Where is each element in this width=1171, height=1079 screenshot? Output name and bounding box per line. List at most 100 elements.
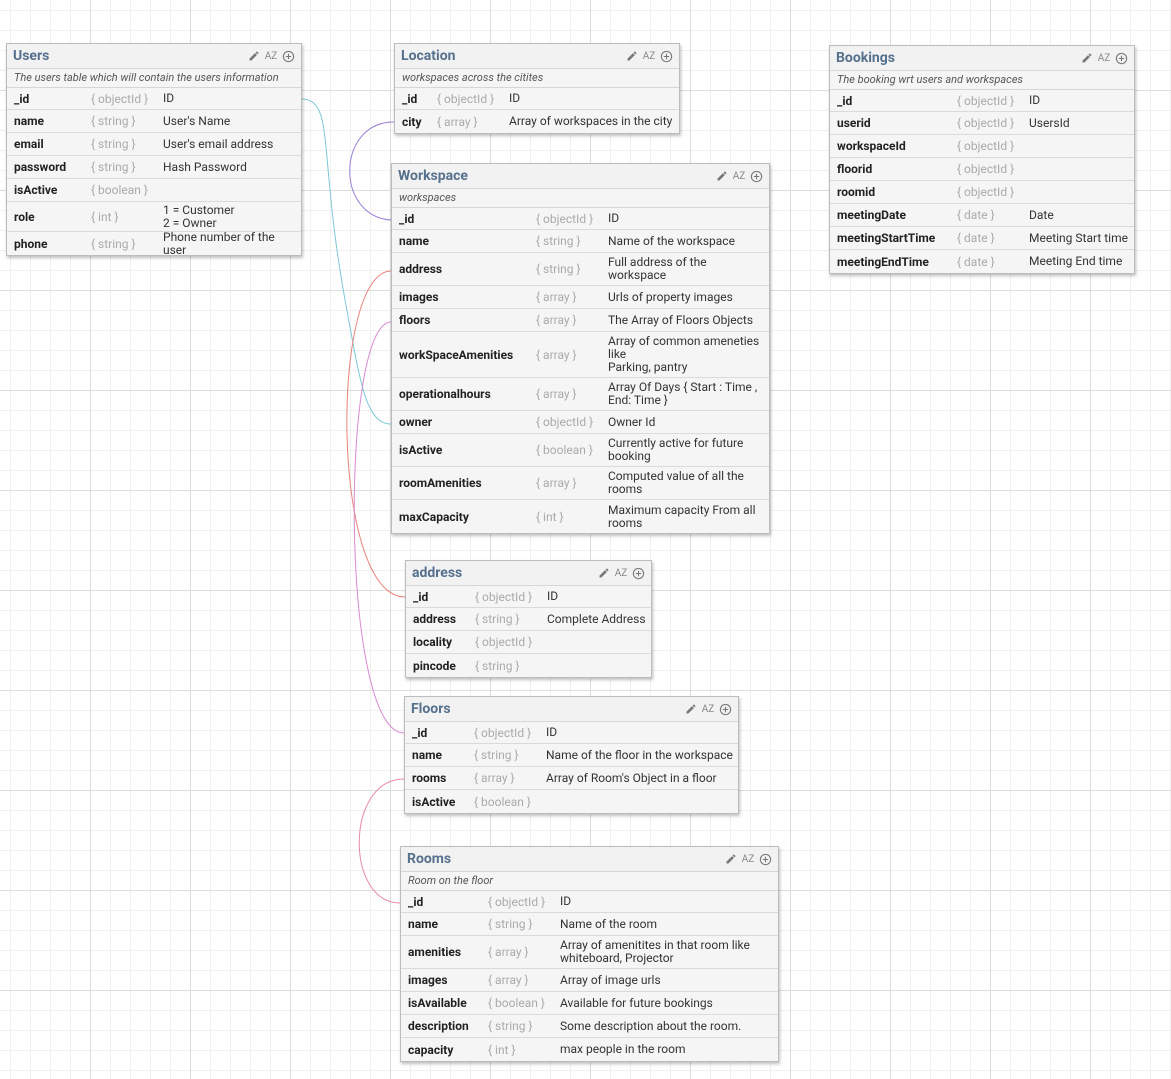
field-type: { boolean }	[91, 183, 148, 197]
field-type: { objectId }	[957, 162, 1015, 176]
bookings-table[interactable]: Bookings AZ The booking wrt users and wo…	[829, 45, 1135, 274]
pencil-icon[interactable]	[715, 169, 729, 183]
field-row[interactable]: workSpaceAmenities{ array }Array of comm…	[392, 332, 769, 378]
sort-az-icon[interactable]: AZ	[701, 703, 715, 715]
field-row[interactable]: floorid{ objectId }	[830, 158, 1134, 181]
field-name: _id	[413, 589, 429, 604]
pencil-icon[interactable]	[724, 852, 738, 866]
sort-az-icon[interactable]: AZ	[614, 567, 628, 579]
field-row[interactable]: phone{ string }Phone number of the user	[7, 230, 301, 256]
sort-az-icon[interactable]: AZ	[1097, 52, 1111, 64]
field-row[interactable]: userid{ objectId }UsersId	[830, 112, 1134, 135]
table-title[interactable]: Rooms	[407, 851, 452, 867]
table-title[interactable]: address	[412, 565, 463, 581]
field-row[interactable]: meetingStartTime{ date }Meeting Start ti…	[830, 227, 1134, 250]
sort-az-icon[interactable]: AZ	[732, 170, 746, 182]
field-row[interactable]: description{ string }Some description ab…	[401, 1015, 778, 1038]
field-row[interactable]: _id{ objectId }ID	[405, 722, 738, 744]
field-row[interactable]: pincode{ string }	[406, 654, 651, 677]
field-row[interactable]: _id{ objectId }ID	[401, 891, 778, 913]
field-row[interactable]: meetingDate{ date }Date	[830, 204, 1134, 227]
pencil-icon[interactable]	[597, 566, 611, 580]
field-row[interactable]: isAvailable{ boolean }Available for futu…	[401, 992, 778, 1015]
field-row[interactable]: name{ string }User's Name	[7, 110, 301, 133]
workspace-table[interactable]: Workspace AZ workspaces _id{ objectId }I…	[391, 163, 770, 534]
field-description: ID	[1029, 93, 1041, 107]
field-row[interactable]: floors{ array }The Array of Floors Objec…	[392, 309, 769, 332]
field-type: { objectId }	[437, 91, 495, 106]
plus-circle-icon[interactable]	[749, 169, 763, 183]
field-row[interactable]: meetingEndTime{ date }Meeting End time	[830, 250, 1134, 273]
field-row[interactable]: city{ array }Array of workspaces in the …	[395, 110, 679, 133]
field-row[interactable]: locality{ objectId }	[406, 631, 651, 654]
field-name: floors	[399, 313, 431, 327]
field-row[interactable]: name{ string }Name of the floor in the w…	[405, 744, 738, 767]
plus-circle-icon[interactable]	[1114, 51, 1128, 65]
field-row[interactable]: rooms{ array }Array of Room's Object in …	[405, 767, 738, 790]
field-row[interactable]: role{ int }1 = Customer 2 = Owner	[7, 202, 301, 232]
field-row[interactable]: operationalhours{ array }Array Of Days {…	[392, 378, 769, 411]
plus-circle-icon[interactable]	[718, 702, 732, 716]
field-row[interactable]: _id{ objectId }ID	[395, 88, 679, 110]
table-description: The booking wrt users and workspaces	[830, 71, 1134, 90]
table-title[interactable]: Floors	[411, 701, 451, 717]
field-row[interactable]: roomAmenities{ array }Computed value of …	[392, 467, 769, 500]
plus-circle-icon[interactable]	[631, 566, 645, 580]
rooms-table[interactable]: Rooms AZ Room on the floor _id{ objectId…	[400, 846, 779, 1062]
field-row[interactable]: isActive{ boolean }	[405, 790, 738, 813]
field-name: pincode	[413, 658, 456, 673]
pencil-icon[interactable]	[247, 49, 261, 63]
field-row[interactable]: roomid{ objectId }	[830, 181, 1134, 204]
field-row[interactable]: address{ string }Complete Address	[406, 608, 651, 631]
field-description: Meeting End time	[1029, 254, 1123, 268]
location-table[interactable]: Location AZ workspaces across the citite…	[394, 43, 680, 134]
field-row[interactable]: _id{ objectId }ID	[406, 586, 651, 608]
pencil-icon[interactable]	[625, 49, 639, 63]
field-row[interactable]: name{ string }Name of the room	[401, 913, 778, 936]
plus-circle-icon[interactable]	[281, 49, 295, 63]
field-row[interactable]: email{ string }User's email address	[7, 133, 301, 156]
sort-az-icon[interactable]: AZ	[642, 50, 656, 62]
field-row[interactable]: maxCapacity{ int }Maximum capacity From …	[392, 500, 769, 533]
field-row[interactable]: amenities{ array }Array of amenitites in…	[401, 936, 778, 969]
field-row[interactable]: images{ array }Urls of property images	[392, 286, 769, 309]
field-name: images	[408, 973, 448, 987]
pencil-icon[interactable]	[684, 702, 698, 716]
table-title[interactable]: Location	[401, 48, 456, 64]
field-row[interactable]: images{ array }Array of image urls	[401, 969, 778, 992]
field-row[interactable]: isActive{ boolean }	[7, 179, 301, 202]
field-row[interactable]: address{ string }Full address of the wor…	[392, 253, 769, 286]
field-name: operationalhours	[399, 387, 491, 401]
field-row[interactable]: isActive{ boolean }Currently active for …	[392, 434, 769, 467]
field-name: roomAmenities	[399, 476, 482, 490]
pencil-icon[interactable]	[1080, 51, 1094, 65]
field-row[interactable]: capacity{ int }max people in the room	[401, 1038, 778, 1061]
table-title[interactable]: Users	[13, 48, 50, 64]
sort-az-icon[interactable]: AZ	[264, 50, 278, 62]
field-description: Name of the room	[560, 916, 657, 931]
field-row[interactable]: _id{ objectId }ID	[7, 88, 301, 110]
field-type: { string }	[475, 612, 520, 626]
field-type: { array }	[536, 313, 577, 327]
field-row[interactable]: owner{ objectId }Owner Id	[392, 411, 769, 434]
sort-az-icon[interactable]: AZ	[741, 853, 755, 865]
field-row[interactable]: password{ string }Hash Password	[7, 156, 301, 179]
plus-circle-icon[interactable]	[758, 852, 772, 866]
field-row[interactable]: workspaceId{ objectId }	[830, 135, 1134, 158]
field-row[interactable]: _id{ objectId }ID	[830, 90, 1134, 112]
plus-circle-icon[interactable]	[659, 49, 673, 63]
field-type: { date }	[957, 231, 995, 245]
field-name: _id	[14, 91, 30, 106]
table-title[interactable]: Workspace	[398, 168, 468, 184]
field-description: ID	[608, 211, 620, 225]
users-table[interactable]: Users AZ The users table which will cont…	[6, 43, 302, 256]
field-row[interactable]: _id{ objectId }ID	[392, 208, 769, 230]
table-toolbar: AZ	[597, 566, 645, 580]
field-name: workSpaceAmenities	[399, 347, 514, 362]
field-type: { string }	[536, 262, 581, 276]
field-row[interactable]: name{ string }Name of the workspace	[392, 230, 769, 253]
table-title[interactable]: Bookings	[836, 50, 895, 66]
